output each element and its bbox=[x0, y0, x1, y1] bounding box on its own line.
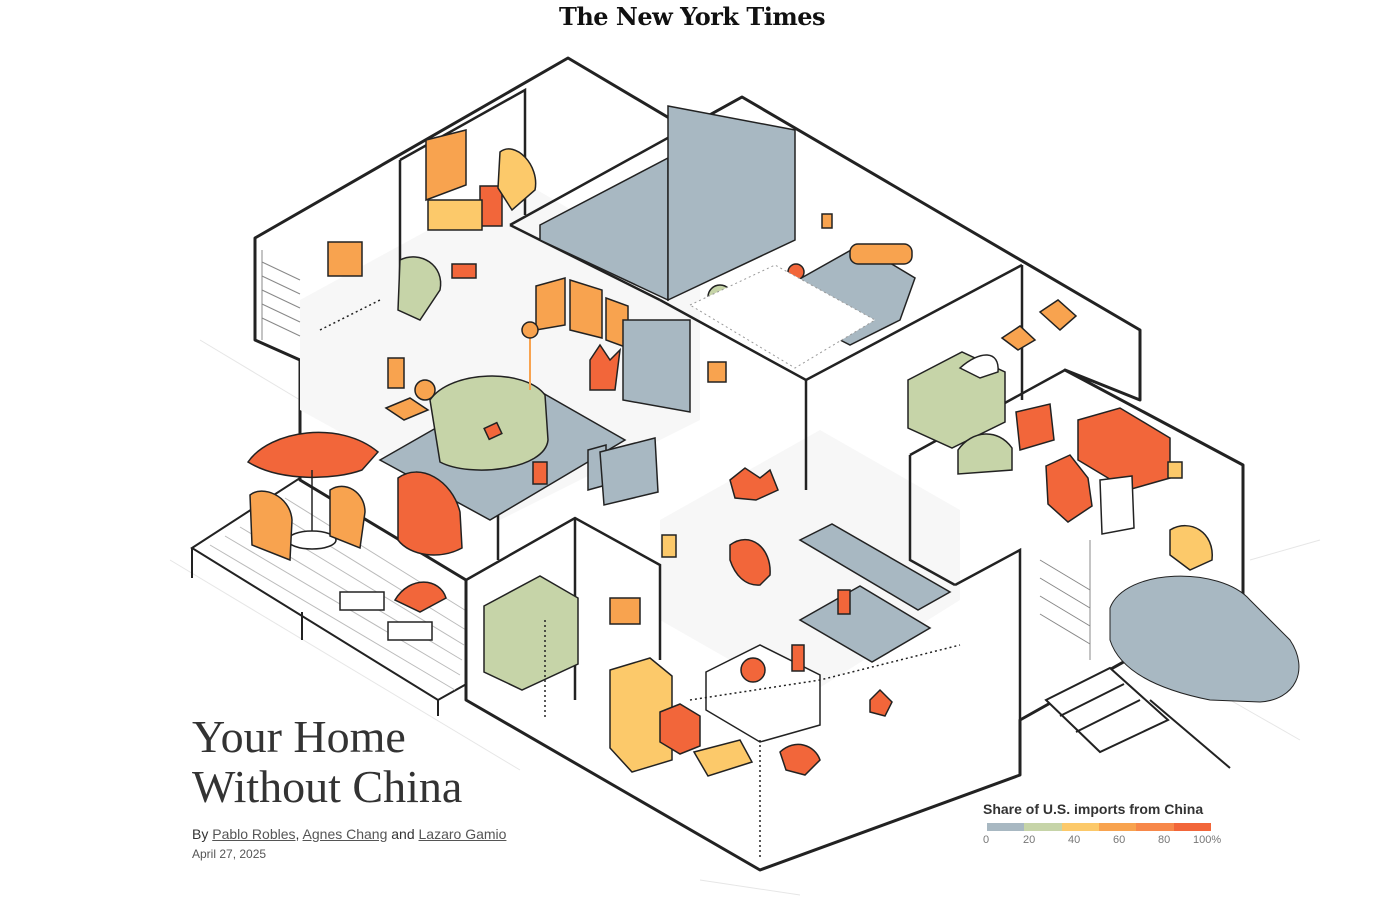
legend-tick-label: 80 bbox=[1158, 834, 1171, 846]
headline-line-1: Your Home bbox=[192, 711, 406, 762]
siding bbox=[261, 250, 1091, 660]
legend-swatch bbox=[1061, 823, 1099, 831]
legend-color-bar bbox=[987, 823, 1211, 831]
byline-prefix: By bbox=[192, 826, 213, 842]
legend-tick-label: 0 bbox=[983, 834, 990, 846]
publish-date: April 27, 2025 bbox=[192, 847, 267, 861]
legend-tick-label: 40 bbox=[1068, 834, 1081, 846]
byline-comma: , bbox=[295, 826, 303, 842]
legend-title: Share of U.S. imports from China bbox=[983, 801, 1204, 817]
ground-shadow bbox=[169, 339, 1321, 896]
headline: Your Home Without China bbox=[192, 712, 462, 812]
author-link-agnes-chang[interactable]: Agnes Chang bbox=[302, 826, 388, 842]
author-link-lazaro-gamio[interactable]: Lazaro Gamio bbox=[418, 826, 507, 842]
office bbox=[327, 129, 537, 321]
headline-line-2: Without China bbox=[192, 761, 463, 812]
author-link-pablo-robles[interactable]: Pablo Robles bbox=[212, 826, 296, 842]
legend: Share of U.S. imports from China 0 20 40 60… bbox=[983, 801, 1243, 848]
legend-swatch bbox=[1173, 823, 1211, 831]
nyt-masthead[interactable]: The New York Times bbox=[559, 2, 826, 31]
patio-furniture bbox=[246, 431, 463, 641]
bedroom-walls-shaded bbox=[539, 105, 796, 302]
cut-lines bbox=[319, 299, 961, 860]
kitchen bbox=[532, 437, 952, 777]
laundry-room bbox=[483, 299, 1078, 691]
legend-tick-label: 20 bbox=[1023, 834, 1036, 846]
legend-ticks: 0 20 40 60 80 100% bbox=[983, 834, 1243, 848]
byline-and: and bbox=[387, 826, 419, 842]
steps bbox=[1044, 666, 1231, 769]
legend-swatch bbox=[1098, 823, 1137, 831]
byline: By Pablo Robles, Agnes Chang and Lazaro … bbox=[192, 826, 506, 842]
legend-swatch bbox=[1024, 823, 1062, 831]
storage-room bbox=[957, 403, 1213, 571]
legend-swatch bbox=[1136, 823, 1174, 831]
rug bbox=[688, 264, 877, 369]
car bbox=[1109, 575, 1300, 703]
legend-tick-label: 100% bbox=[1193, 834, 1222, 846]
legend-swatch bbox=[987, 823, 1025, 831]
legend-tick-label: 60 bbox=[1113, 834, 1126, 846]
